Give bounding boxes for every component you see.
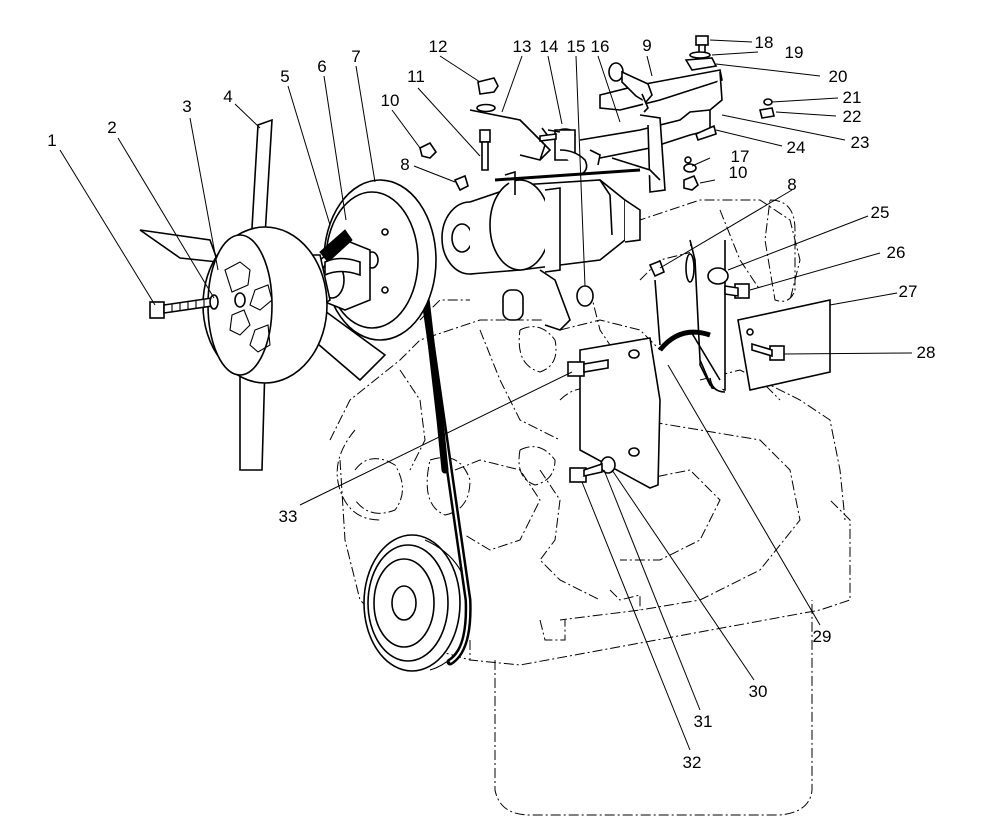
callout-26: 26 — [887, 243, 906, 262]
callout-17: 17 — [731, 147, 750, 166]
fan-bolt — [149, 294, 219, 319]
callout-6: 6 — [317, 57, 326, 76]
callout-14: 14 — [540, 37, 559, 56]
callout-29: 29 — [813, 627, 832, 646]
callout-33: 33 — [279, 507, 298, 526]
callout-11: 11 — [407, 67, 425, 86]
callout-10-left: 10 — [381, 91, 400, 110]
belt-guard-curve — [658, 329, 711, 352]
callout-23: 23 — [851, 133, 870, 152]
callout-20: 20 — [829, 67, 848, 86]
callout-2: 2 — [107, 118, 116, 137]
callout-15: 15 — [567, 37, 586, 56]
crankshaft-pulley — [363, 534, 471, 672]
alternator-assembly — [441, 170, 641, 331]
callout-13: 13 — [513, 37, 532, 56]
callout-labels: 1 2 3 4 5 6 7 8 8 9 10 10 11 12 13 14 15… — [47, 33, 935, 772]
callout-1: 1 — [47, 131, 56, 150]
callout-32: 32 — [683, 753, 702, 772]
callout-19: 19 — [785, 43, 804, 62]
fan-hub — [202, 226, 328, 384]
callout-24: 24 — [787, 138, 806, 157]
callout-27: 27 — [899, 282, 918, 301]
callout-16: 16 — [591, 37, 610, 56]
callout-12: 12 — [429, 37, 448, 56]
belt-shield-plate — [737, 299, 831, 391]
callout-31: 31 — [694, 712, 713, 731]
callout-25: 25 — [871, 203, 890, 222]
callout-18: 18 — [755, 33, 774, 52]
callout-3: 3 — [182, 97, 191, 116]
callout-10-right: 10 — [729, 163, 748, 182]
callout-4: 4 — [223, 87, 232, 106]
callout-21: 21 — [843, 88, 862, 107]
callout-28: 28 — [917, 343, 936, 362]
callout-7: 7 — [351, 47, 360, 66]
callout-22: 22 — [843, 107, 862, 126]
callout-9: 9 — [642, 36, 651, 55]
leader-lines — [59, 39, 913, 751]
callout-8-left: 8 — [400, 155, 409, 174]
callout-8-right: 8 — [787, 175, 796, 194]
callout-30: 30 — [749, 682, 768, 701]
callout-5: 5 — [280, 67, 289, 86]
